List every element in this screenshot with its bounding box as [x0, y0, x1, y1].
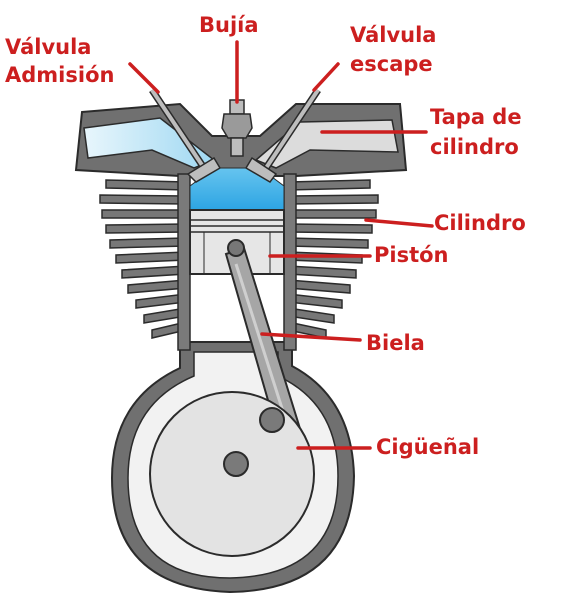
label-valvula-admision-2: Admisión — [5, 63, 115, 87]
label-tapa-1: Tapa de — [430, 105, 522, 129]
label-valvula-escape-2: escape — [350, 52, 433, 76]
label-biela: Biela — [366, 331, 425, 355]
intake-valve — [149, 88, 222, 183]
label-cilindro: Cilindro — [434, 211, 526, 235]
cylinder-wall-right — [283, 173, 297, 351]
label-valvula-escape-1: Válvula — [350, 23, 437, 47]
leader-cilindro — [364, 218, 434, 228]
exhaust-valve — [244, 88, 321, 183]
piston-pin — [227, 239, 245, 257]
spark-plug — [221, 99, 253, 157]
intake-port — [83, 117, 216, 169]
cylinder-wall-left — [177, 173, 191, 351]
leader-valvula-admision — [128, 62, 160, 94]
label-piston: Pistón — [374, 243, 449, 267]
label-bujia: Bujía — [199, 13, 259, 37]
label-tapa-2: cilindro — [430, 135, 519, 159]
label-ciguenal: Cigüeñal — [376, 435, 480, 459]
crankshaft-center — [223, 451, 249, 477]
leader-lines — [128, 40, 434, 450]
label-valvula-admision-1: Válvula — [5, 35, 92, 59]
leader-valvula-escape — [312, 62, 340, 92]
crank-pin — [259, 407, 285, 433]
leader-biela — [260, 332, 362, 342]
